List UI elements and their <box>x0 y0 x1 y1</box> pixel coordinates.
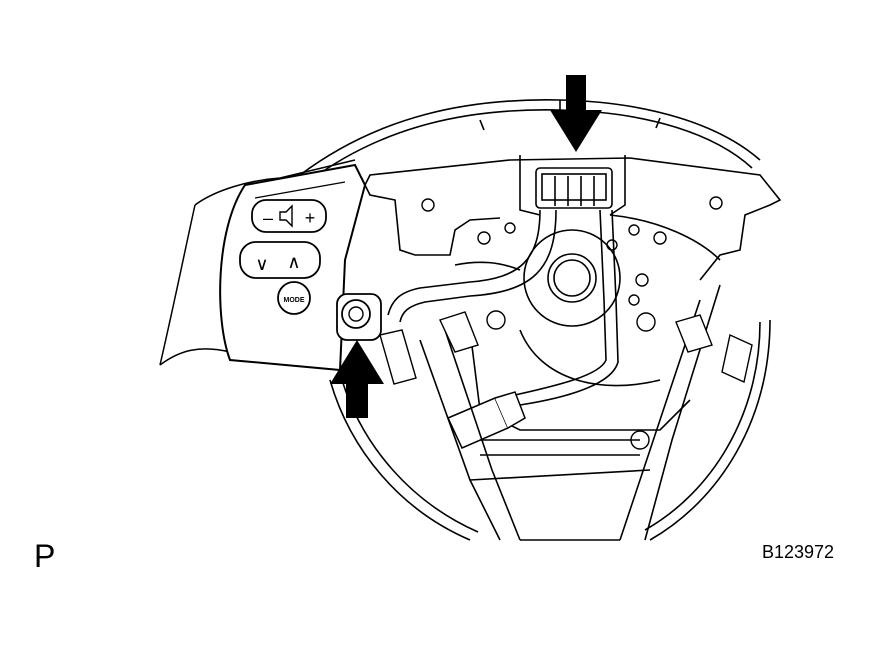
volume-minus-label: – <box>263 208 273 228</box>
corner-letter: P <box>34 538 56 574</box>
screw-icon <box>341 299 371 329</box>
connector-lower <box>446 391 526 449</box>
seek-up-label: ∧ <box>287 252 300 272</box>
wire-harness <box>387 209 619 406</box>
arrow-up-left <box>330 340 384 418</box>
mode-label: MODE <box>284 297 305 304</box>
mode-button[interactable] <box>277 281 311 315</box>
center-pad-outline <box>364 155 782 281</box>
seek-button[interactable] <box>239 241 321 279</box>
volume-plus-label: + <box>305 208 316 228</box>
screw-mount <box>336 293 382 341</box>
seek-down-label: ∨ <box>255 254 268 274</box>
side-clips <box>379 311 753 385</box>
volume-button[interactable] <box>251 199 327 233</box>
connector-top <box>535 167 613 209</box>
figure-code: B123972 <box>762 542 835 562</box>
wheel-hub <box>454 229 691 456</box>
screw-bosses <box>421 196 723 450</box>
arrow-down-top <box>550 75 602 152</box>
steering-pad-switch[interactable]: – + ∨ ∧ MODE <box>219 163 367 372</box>
speaker-icon <box>279 204 293 228</box>
